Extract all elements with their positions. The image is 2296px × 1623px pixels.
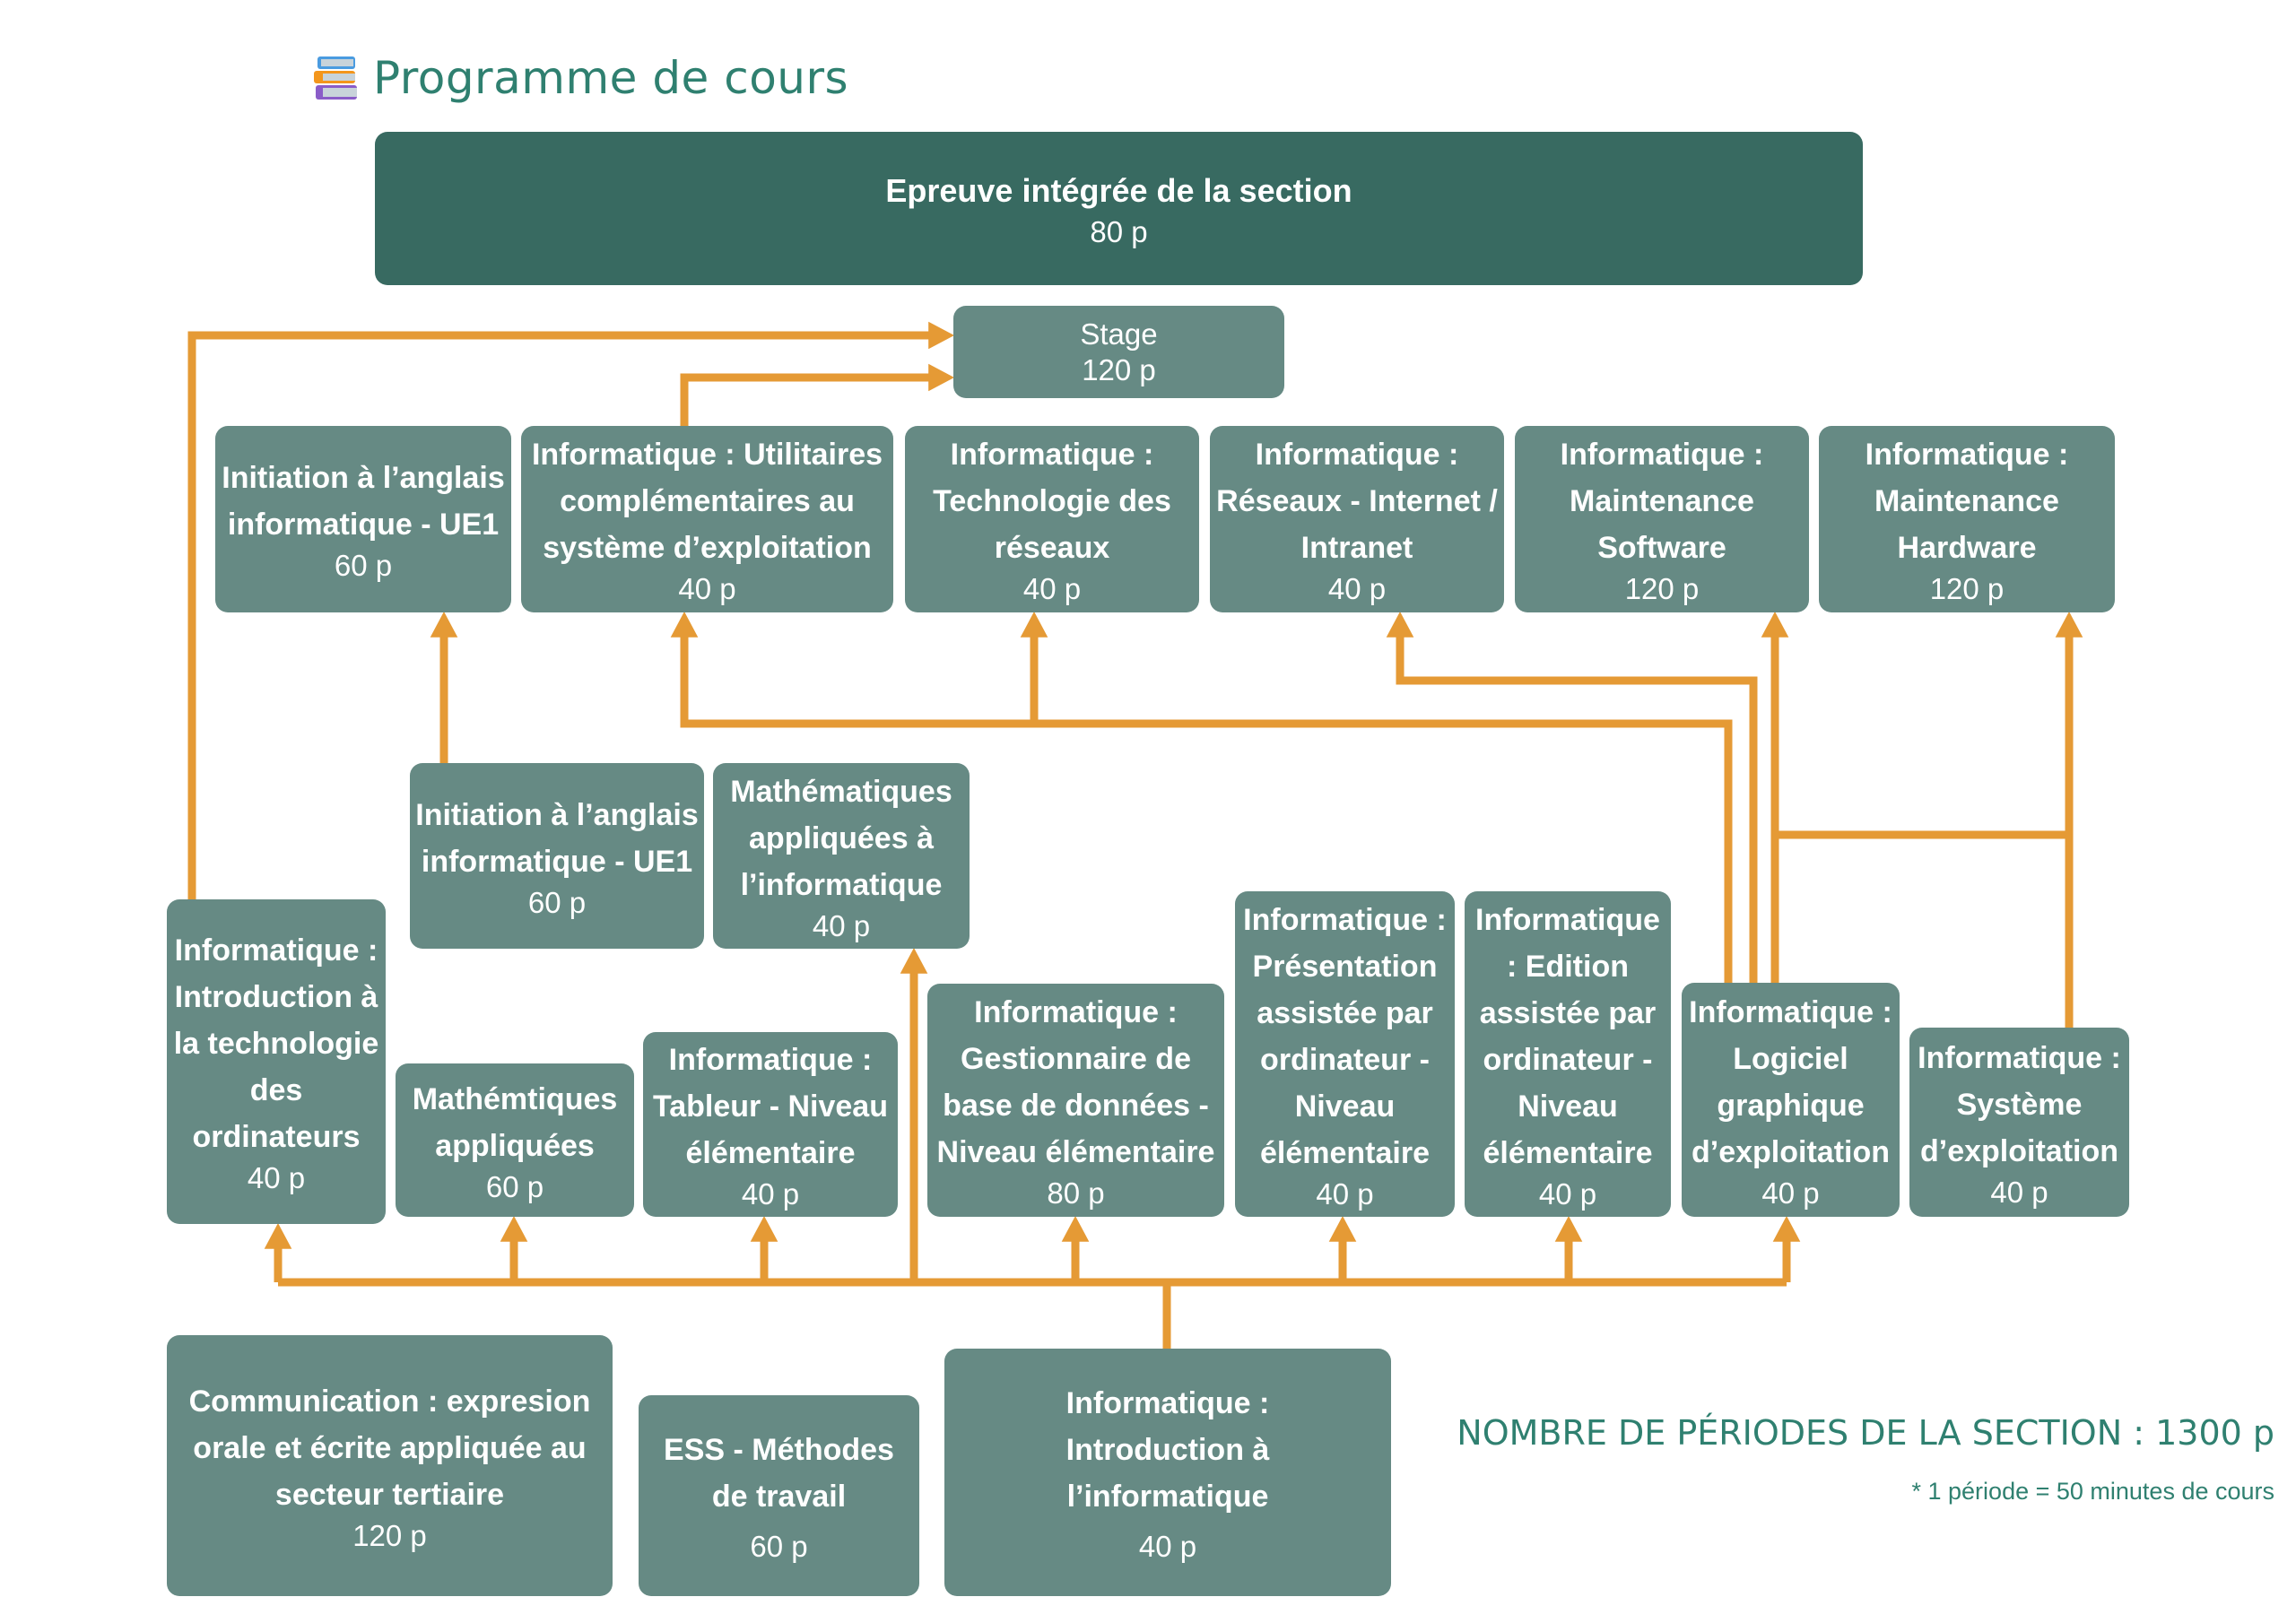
course-name: Mathématiques appliquées à l’informatiqu… bbox=[730, 774, 952, 902]
course-name: Initiation à l’anglais informatique - UE… bbox=[415, 797, 699, 879]
course-final-exam: Epreuve intégrée de la section 80 p bbox=[375, 132, 1863, 285]
course-presentation-assistee: Informatique : Présentation assistée par… bbox=[1235, 891, 1455, 1217]
course-tableur: Informatique : Tableur - Niveau élémenta… bbox=[643, 1032, 898, 1217]
period-footnote: * 1 période = 50 minutes de cours bbox=[1911, 1478, 2275, 1505]
course-name: Initiation à l’anglais informatique - UE… bbox=[222, 461, 505, 542]
course-name: Informatique : Réseaux - Internet / Intr… bbox=[1216, 438, 1498, 565]
course-name: Mathémtiques appliquées bbox=[412, 1081, 618, 1163]
course-periods: 80 p bbox=[1047, 1176, 1105, 1210]
course-anglais-ue1-top: Initiation à l’anglais informatique - UE… bbox=[215, 426, 511, 612]
total-periods: NOMBRE DE PÉRIODES DE LA SECTION : 1300 … bbox=[1457, 1413, 2274, 1453]
course-periods: 40 p bbox=[1327, 572, 1387, 605]
course-name: Communication : expresion orale et écrit… bbox=[188, 1384, 591, 1512]
course-periods: 80 p bbox=[1090, 214, 1148, 248]
course-mathemtiques-appliquees: Mathémtiques appliquées 60 p bbox=[396, 1063, 634, 1217]
course-name: Informatique : Edition assistée par ordi… bbox=[1475, 902, 1660, 1170]
books-icon bbox=[314, 56, 357, 100]
course-systeme-exploitation: Informatique : Système d’exploitation 40… bbox=[1909, 1028, 2129, 1217]
course-periods: 60 p bbox=[485, 1169, 544, 1203]
course-periods: 40 p bbox=[247, 1161, 306, 1194]
course-name: Informatique : Système d’exploitation bbox=[1918, 1040, 2121, 1168]
course-name: Informatique : Utilitaires complémentair… bbox=[531, 438, 883, 565]
course-maintenance-hardware: Informatique : Maintenance Hardware 120 … bbox=[1819, 426, 2115, 612]
course-name: Informatique : Maintenance Hardware bbox=[1865, 438, 2069, 565]
course-periods: 120 p bbox=[1929, 572, 2005, 605]
course-reseaux-internet: Informatique : Réseaux - Internet / Intr… bbox=[1210, 426, 1504, 612]
page-title: Programme de cours bbox=[314, 52, 848, 104]
connector-logiciel-to-reseaux bbox=[1386, 612, 1758, 983]
course-utilitaires: Informatique : Utilitaires complémentair… bbox=[521, 426, 893, 612]
course-edition-assistee: Informatique : Edition assistée par ordi… bbox=[1465, 891, 1671, 1217]
course-periods: 60 p bbox=[750, 1530, 808, 1563]
course-name: Informatique : Présentation assistée par… bbox=[1243, 902, 1447, 1170]
course-communication: Communication : expresion orale et écrit… bbox=[167, 1335, 613, 1596]
course-name: Informatique : Gestionnaire de base de d… bbox=[936, 995, 1215, 1169]
connector-intro-techno-to-stage bbox=[187, 321, 954, 899]
course-periods: 120 p bbox=[1082, 352, 1156, 386]
title-text: Programme de cours bbox=[373, 52, 849, 104]
course-logiciel-graphique: Informatique : Logiciel graphique d’expl… bbox=[1682, 983, 1900, 1217]
course-periods: 40 p bbox=[1990, 1175, 2048, 1209]
connector-utilitaires-to-stage bbox=[680, 363, 954, 426]
connector-logiciel-to-row1 bbox=[670, 612, 1733, 983]
course-intro-informatique: Informatique : Introduction à l’informat… bbox=[944, 1349, 1391, 1596]
course-name: Informatique : Introduction à l’informat… bbox=[1065, 1386, 1270, 1514]
course-name: Informatique : Technologie des réseaux bbox=[933, 438, 1171, 565]
course-math-informatique: Mathématiques appliquées à l’informatiqu… bbox=[713, 763, 970, 949]
course-technologie-reseaux: Informatique : Technologie des réseaux 4… bbox=[905, 426, 1199, 612]
course-periods: 120 p bbox=[1624, 572, 1700, 605]
course-gestionnaire-bdd: Informatique : Gestionnaire de base de d… bbox=[927, 984, 1224, 1217]
course-stage: Stage 120 p bbox=[953, 306, 1284, 398]
course-periods: 40 p bbox=[678, 572, 736, 605]
course-maintenance-software: Informatique : Maintenance Software 120 … bbox=[1515, 426, 1809, 612]
course-periods: 60 p bbox=[334, 549, 393, 582]
course-periods: 40 p bbox=[812, 908, 871, 942]
course-ess-methodes: ESS - Méthodes de travail 60 p bbox=[639, 1395, 919, 1596]
course-intro-techno-ordinateurs: Informatique : Introduction à la technol… bbox=[167, 899, 386, 1224]
course-periods: 40 p bbox=[1761, 1176, 1820, 1210]
course-name: Informatique : Introduction à la technol… bbox=[173, 933, 379, 1154]
course-periods: 120 p bbox=[352, 1518, 427, 1552]
course-periods: 40 p bbox=[1138, 1530, 1197, 1563]
course-name: Stage bbox=[1080, 317, 1158, 351]
course-name: Epreuve intégrée de la section bbox=[885, 171, 1352, 209]
course-periods: 40 p bbox=[1316, 1176, 1374, 1211]
course-periods: 40 p bbox=[1022, 572, 1082, 605]
course-periods: 60 p bbox=[527, 885, 587, 919]
course-name: Informatique : Maintenance Software bbox=[1560, 438, 1764, 565]
course-periods: 40 p bbox=[741, 1177, 800, 1211]
course-name: Informatique : Logiciel graphique d’expl… bbox=[1689, 994, 1892, 1169]
course-anglais-ue1-prereq: Initiation à l’anglais informatique - UE… bbox=[410, 763, 704, 949]
course-name: ESS - Méthodes de travail bbox=[664, 1433, 894, 1514]
course-name: Informatique : Tableur - Niveau élémenta… bbox=[653, 1043, 888, 1170]
course-periods: 40 p bbox=[1538, 1176, 1597, 1211]
